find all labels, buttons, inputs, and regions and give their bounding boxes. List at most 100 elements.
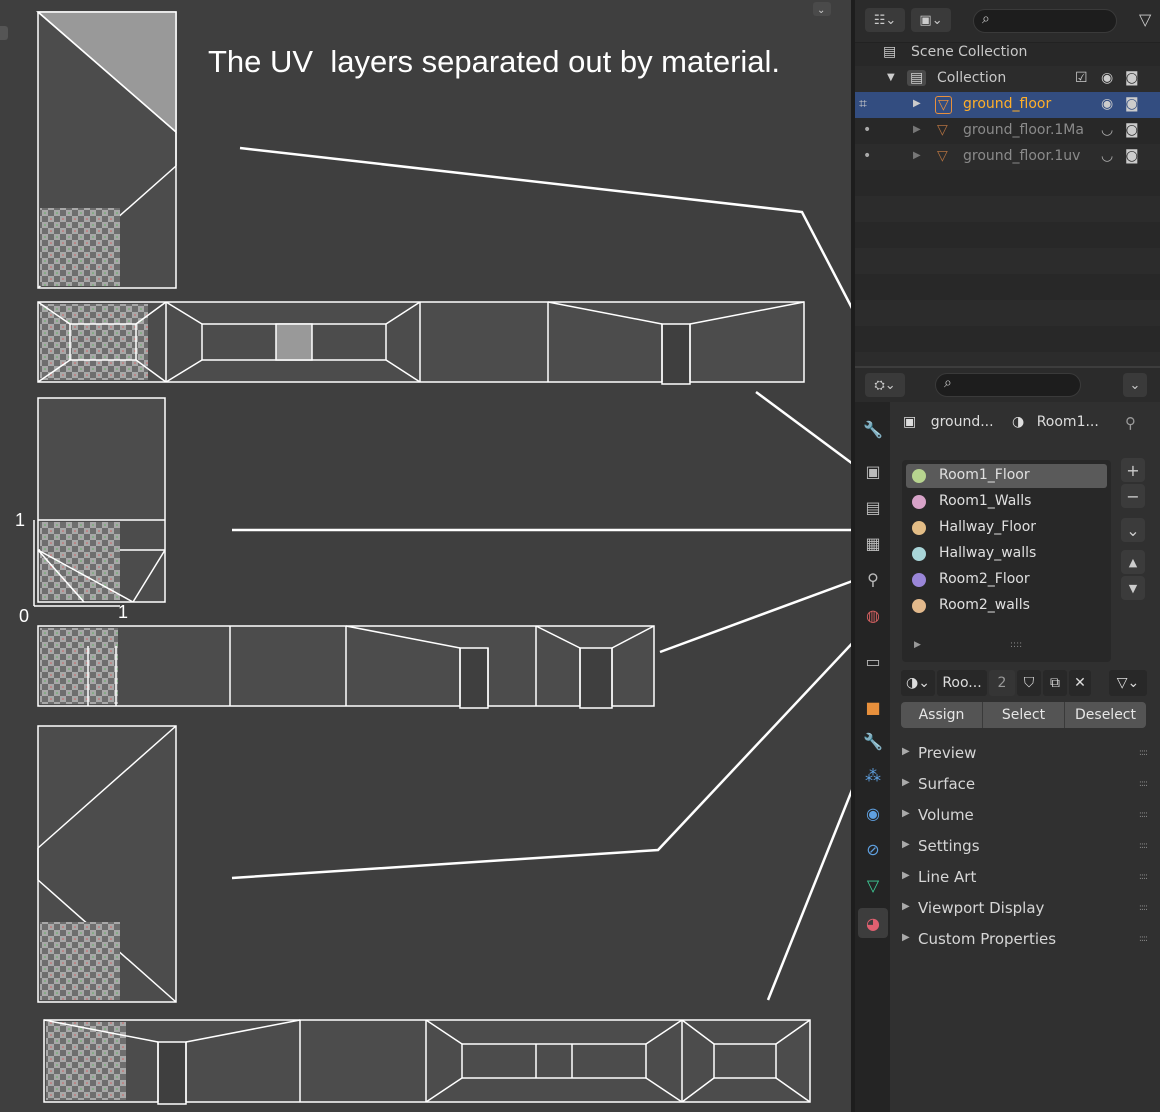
camera-icon[interactable]: ◙: [1125, 148, 1139, 164]
expand-arrow-icon: ▶: [902, 870, 910, 881]
fake-user-shield-icon[interactable]: ⛉: [1017, 670, 1041, 696]
properties-search-input[interactable]: ⌕: [935, 373, 1081, 397]
expand-arrow-icon[interactable]: ▶: [913, 124, 921, 135]
filter-mode-button[interactable]: ▣⌄: [911, 8, 951, 32]
camera-icon[interactable]: ◙: [1125, 70, 1139, 86]
material-users-count[interactable]: 2: [989, 670, 1015, 696]
uv-island-room2-floor[interactable]: [37, 725, 177, 1003]
panel-label: Preview: [918, 744, 977, 762]
physics-tab-icon[interactable]: ◉: [866, 803, 880, 823]
panel-preview[interactable]: ▶ Preview::::: [902, 742, 1148, 768]
material-tab-material-icon[interactable]: ◕: [858, 908, 888, 938]
drag-grip-icon[interactable]: ::::: [1138, 779, 1148, 789]
expand-arrow-icon: ▶: [902, 808, 910, 819]
modifier-tab-icon[interactable]: 🔧: [863, 731, 883, 751]
list-expand-arrow-icon[interactable]: ▶: [914, 640, 921, 650]
uv-island-room1-walls[interactable]: [37, 301, 805, 385]
browse-material-icon[interactable]: ◑⌄: [901, 670, 935, 696]
empty-row: [855, 248, 1160, 274]
slot-link-dropdown[interactable]: ▽⌄: [1109, 670, 1147, 696]
panel-viewport-display[interactable]: ▶Viewport Display::::: [902, 897, 1148, 923]
collection-tab-icon[interactable]: ▭: [865, 651, 881, 671]
remove-slot-button[interactable]: −: [1121, 484, 1145, 508]
view-layer-tab-icon[interactable]: ▦: [865, 533, 881, 553]
output-tab-icon[interactable]: ▤: [865, 497, 881, 517]
material-slot-item[interactable]: Hallway_Floor: [906, 516, 1107, 540]
uv-islands-canvas[interactable]: ⌄: [0, 0, 851, 1112]
panel-line-art[interactable]: ▶ Line Art::::: [902, 866, 1148, 892]
uv-island-hallway-walls[interactable]: [37, 625, 655, 709]
move-slot-down-button[interactable]: ▼: [1121, 576, 1145, 600]
display-mode-button[interactable]: ☷⌄: [865, 8, 905, 32]
duplicate-material-icon[interactable]: ⧉: [1043, 670, 1067, 696]
outliner-object-row[interactable]: ⌗ ▶ ▽ ground_floor ◉ ◙: [855, 92, 1160, 118]
data-tab-icon[interactable]: ▽: [866, 875, 880, 895]
deselect-button[interactable]: Deselect: [1065, 702, 1146, 728]
panel-settings[interactable]: ▶Settings::::: [902, 835, 1148, 861]
material-slot-item[interactable]: Room1_Floor: [906, 464, 1107, 488]
header-toggle[interactable]: [813, 2, 831, 16]
expand-arrow-icon[interactable]: ▶: [913, 150, 921, 161]
material-name-field[interactable]: Roo...: [937, 670, 987, 696]
collection-row[interactable]: ▼ ▤ Collection ☑ ◉ ◙: [855, 66, 1160, 92]
material-slot-list[interactable]: Room1_Floor Room1_Walls Hallway_Floor Ha…: [902, 460, 1111, 662]
uv-island-hallway-floor[interactable]: [37, 397, 166, 603]
render-tab-icon[interactable]: ▣: [865, 461, 881, 481]
options-dropdown[interactable]: ⌄: [1123, 373, 1147, 397]
material-slot-label: Room2_Floor: [939, 571, 1030, 587]
drag-grip-icon[interactable]: ::::: [1138, 934, 1148, 944]
unlink-material-close-icon[interactable]: ✕: [1069, 670, 1091, 696]
list-resize-grip-icon[interactable]: ::::: [1010, 640, 1023, 650]
world-tab-icon[interactable]: ◍: [866, 605, 880, 625]
drag-grip-icon[interactable]: ::::: [1138, 841, 1148, 851]
pin-icon[interactable]: ⚲: [1125, 414, 1136, 432]
expand-arrow-icon[interactable]: ▼: [887, 72, 895, 83]
eye-closed-icon[interactable]: ◡: [1101, 148, 1114, 164]
object-tab-icon[interactable]: ■: [865, 697, 881, 717]
scene-collection-row[interactable]: ▤ Scene Collection: [855, 40, 1160, 66]
drag-grip-icon[interactable]: ::::: [1138, 748, 1148, 758]
material-slot-item[interactable]: Room2_Floor: [906, 568, 1107, 592]
select-button[interactable]: Select: [983, 702, 1065, 728]
material-slot-item[interactable]: Room2_walls: [906, 594, 1107, 618]
area-divider[interactable]: [851, 0, 855, 1112]
filter-icon[interactable]: ▽: [1139, 10, 1152, 29]
material-slot-item[interactable]: Room1_Walls: [906, 490, 1107, 514]
uv-island-room1-floor[interactable]: [35, 11, 177, 289]
drag-grip-icon[interactable]: ::::: [1138, 810, 1148, 820]
panel-custom-properties[interactable]: ▶Custom Properties::::: [902, 928, 1148, 954]
panel-surface[interactable]: ▶Surface::::: [902, 773, 1148, 799]
eye-icon[interactable]: ◉: [1101, 96, 1114, 112]
eye-closed-icon[interactable]: ◡: [1101, 122, 1114, 138]
panel-volume[interactable]: ▶Volume::::: [902, 804, 1148, 830]
camera-icon[interactable]: ◙: [1125, 122, 1139, 138]
add-slot-button[interactable]: +: [1121, 458, 1145, 482]
material-slot-label: Room2_walls: [939, 597, 1030, 613]
checkbox-icon[interactable]: ☑: [1075, 70, 1088, 86]
search-icon: ⌕: [982, 11, 990, 27]
panel-label: Line Art: [918, 868, 977, 886]
outliner-object-row[interactable]: • ▶ ▽ ground_floor.1uv ◡ ◙: [855, 144, 1160, 170]
drag-grip-icon[interactable]: ::::: [1138, 903, 1148, 913]
constraints-tab-icon[interactable]: ⊘: [866, 839, 880, 859]
scene-tab-icon[interactable]: ⚲: [867, 569, 879, 589]
assign-button[interactable]: Assign: [901, 702, 983, 728]
slot-specials-button[interactable]: ⌄: [1121, 518, 1145, 542]
assign-buttons: Assign Select Deselect: [901, 702, 1146, 728]
sidebar-expand-tab[interactable]: [0, 26, 8, 40]
expand-arrow-icon[interactable]: ▶: [913, 98, 921, 109]
eye-icon[interactable]: ◉: [1101, 70, 1114, 86]
uv-editor-viewport[interactable]: ⌄ The UV layers separated out by materia…: [0, 0, 851, 1112]
outliner-object-row[interactable]: • ▶ ▽ ground_floor.1Ma ◡ ◙: [855, 118, 1160, 144]
uv-island-room2-walls[interactable]: [43, 1019, 811, 1105]
outliner-search-input[interactable]: ⌕: [973, 9, 1117, 33]
material-slot-item[interactable]: Hallway_walls: [906, 542, 1107, 566]
move-slot-up-button[interactable]: ▲: [1121, 550, 1145, 574]
particles-tab-icon[interactable]: ⁂: [865, 765, 881, 785]
tool-tab-wrench-icon[interactable]: 🔧: [863, 419, 883, 439]
camera-icon[interactable]: ◙: [1125, 96, 1139, 112]
drag-grip-icon[interactable]: ::::: [1138, 872, 1148, 882]
editor-type-button[interactable]: ⛭⌄: [865, 373, 905, 397]
annotation-title: The UV layers separated out by material.: [208, 44, 781, 79]
expand-arrow-icon: ▶: [902, 746, 910, 757]
